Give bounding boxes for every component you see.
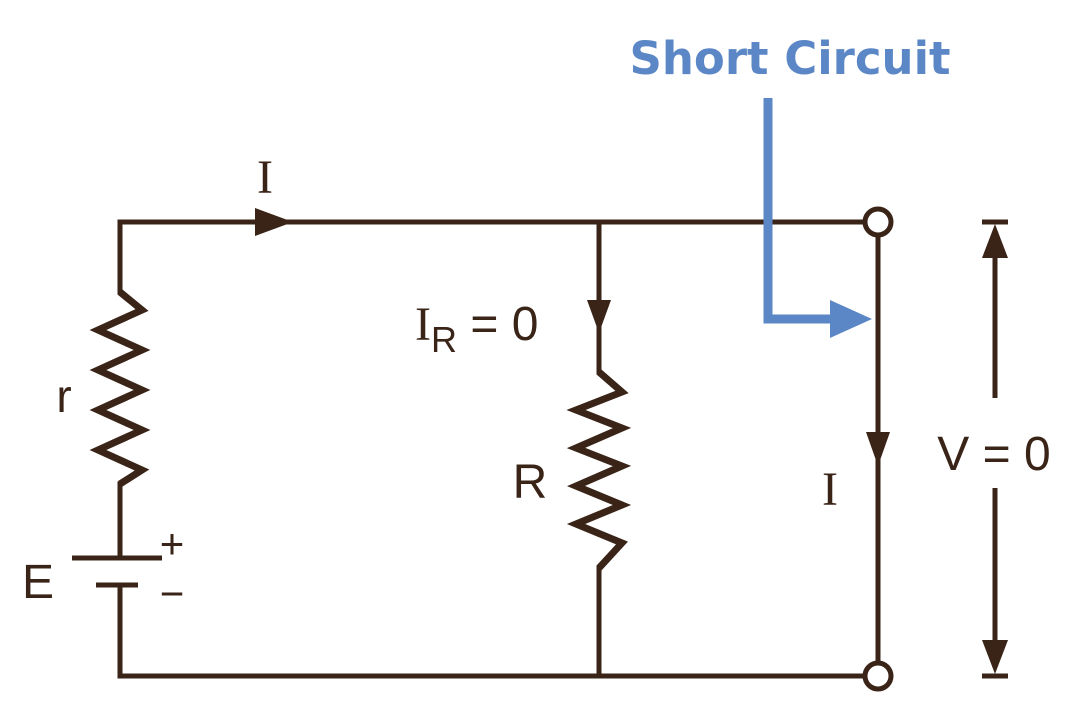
load-resistor [566,369,632,571]
bottom-terminal[interactable] [862,660,894,692]
short-current-arrow-icon [866,432,890,466]
top-current-arrow-icon [255,208,293,236]
branch-current-subscript: R [431,319,457,360]
branch-current-symbol: I [415,298,431,351]
internal-resistance-label: r [56,370,71,422]
short-current-label: I [822,463,838,516]
circuit-labels: I IR = 0 r R E + − I V = 0 [22,151,1051,617]
voltage-up-arrow-icon [982,224,1008,258]
short-circuit-callout: Short Circuit [629,32,951,338]
negative-terminal-label: − [160,570,185,617]
branch-current-label: IR = 0 [415,298,538,360]
top-current-label: I [257,151,273,204]
circuit-wires [117,219,881,679]
branch-current-value: = 0 [457,298,538,351]
load-resistance-label: R [513,456,548,509]
terminals [862,206,894,692]
branch-current-arrow-icon [587,300,611,333]
battery-symbol [72,555,162,588]
voltage-indicator [982,219,1008,679]
callout-pointer-line [763,98,832,324]
callout-arrow-icon [830,300,872,338]
callout-title: Short Circuit [629,32,950,85]
voltage-label: V = 0 [937,428,1050,481]
top-terminal[interactable] [862,206,894,238]
positive-terminal-label: + [160,520,185,567]
source-emf-label: E [22,556,54,609]
current-arrows [255,208,890,466]
voltage-down-arrow-icon [982,640,1008,674]
internal-resistor [89,289,151,487]
